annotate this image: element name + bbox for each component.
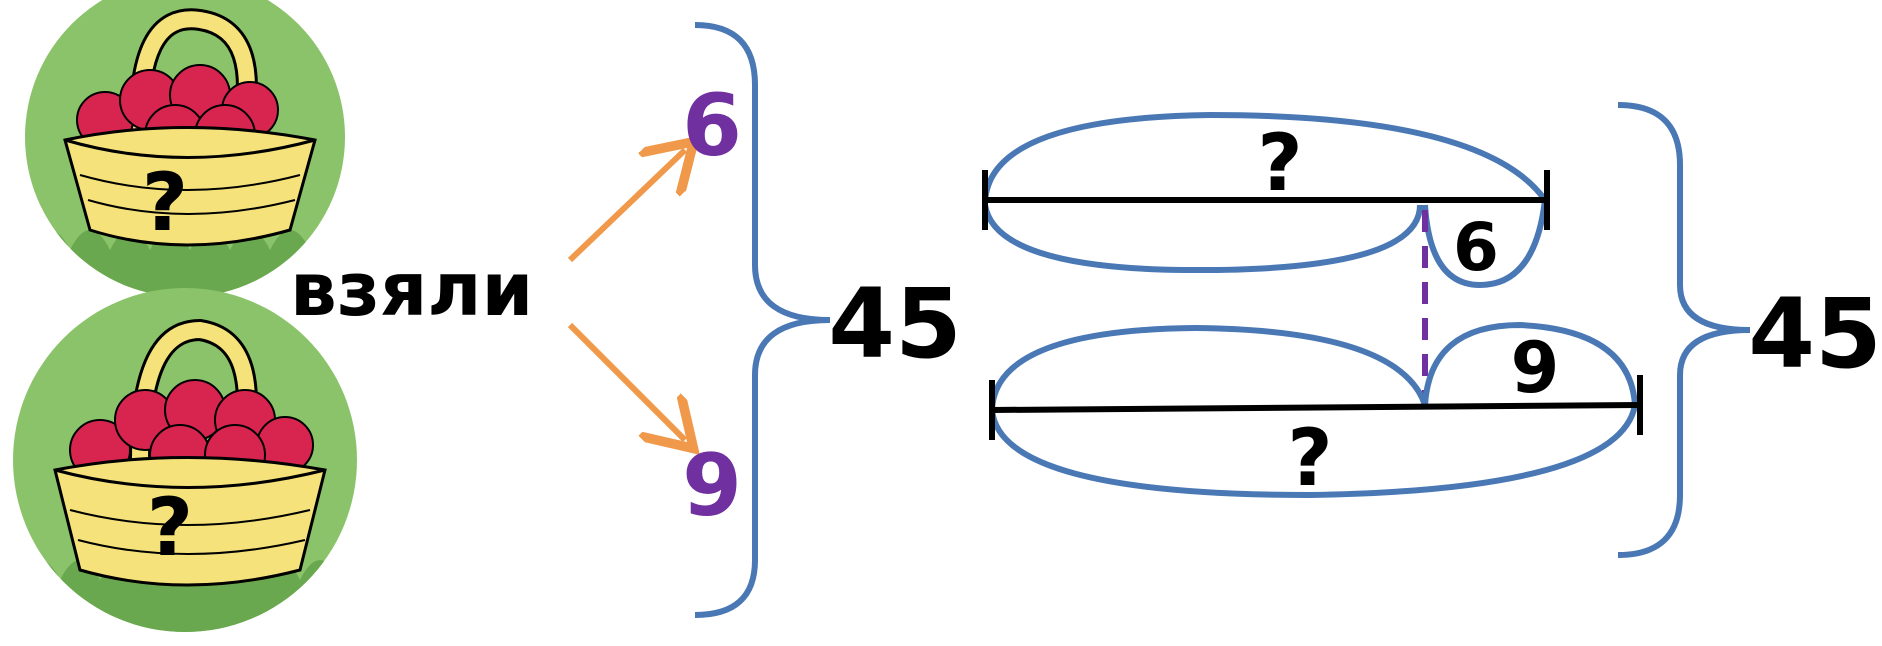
top-whole-question-mark: ?: [1257, 119, 1302, 209]
right-total-number: 45: [1748, 278, 1882, 390]
arrow-to-six: [567, 150, 685, 263]
top-remaining-arc: [982, 204, 1423, 274]
took-label: взяли: [290, 247, 533, 333]
basket-bottom-question-mark: ?: [147, 481, 193, 574]
left-curly-brace: [694, 22, 831, 618]
basket-picture-top: [25, 0, 345, 297]
right-curly-brace: [1617, 102, 1751, 558]
left-total-number: 45: [828, 268, 962, 380]
bottom-segment: [991, 402, 1641, 413]
arrow-to-nine: [567, 322, 685, 440]
segment-diagram: ? 6 9 ?: [982, 111, 1643, 504]
apple-basket-icon: [20, 318, 357, 632]
basket-top-question-mark: ?: [142, 156, 188, 249]
taken-second-number: 9: [682, 436, 742, 536]
bottom-part-number: 9: [1511, 327, 1560, 409]
apple-basket-icon: [30, 8, 345, 297]
basket-picture-bottom: [13, 288, 357, 632]
taken-first-number: 6: [682, 76, 742, 176]
bottom-whole-question-mark: ?: [1287, 414, 1332, 504]
bottom-remaining-arc: [989, 324, 1428, 411]
bottom-whole-arc: [989, 404, 1638, 499]
top-part-number: 6: [1453, 209, 1499, 286]
top-whole-arc: [982, 111, 1548, 206]
bottom-taken-arc: [1422, 321, 1638, 406]
top-taken-arc: [1422, 199, 1548, 289]
